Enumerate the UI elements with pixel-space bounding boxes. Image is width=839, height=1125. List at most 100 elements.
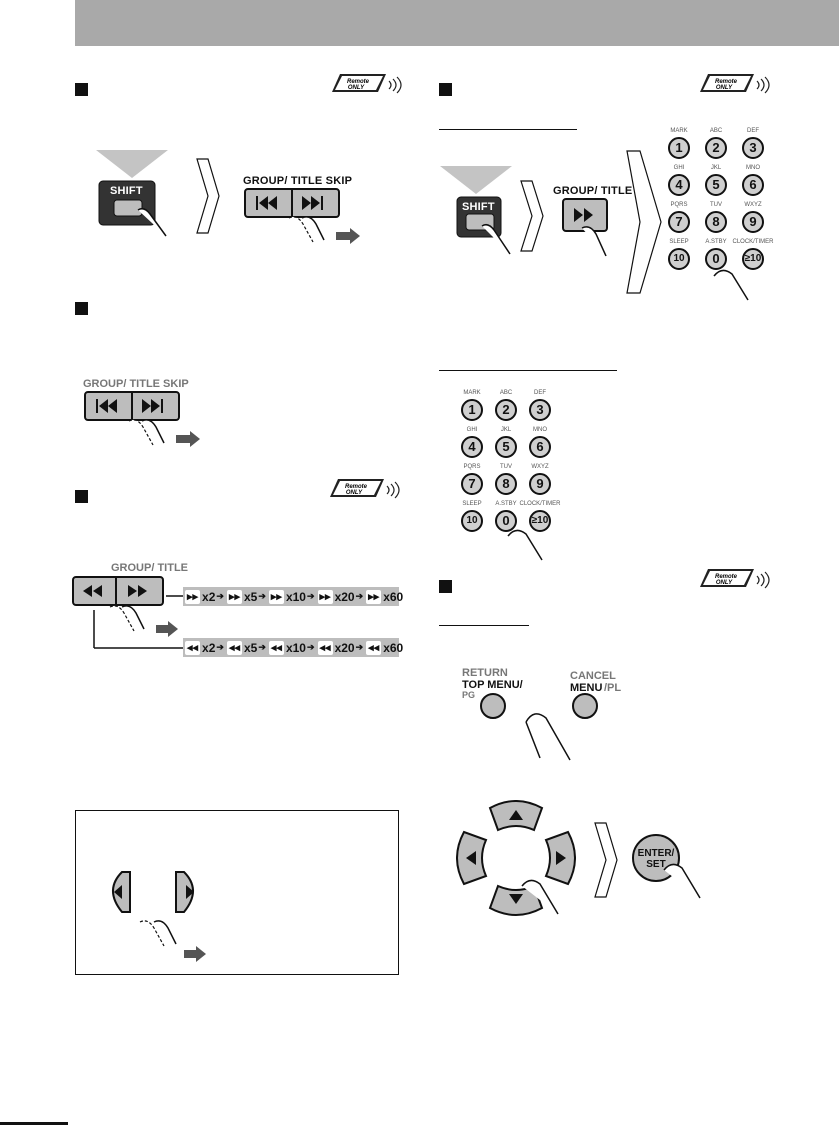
note-box [75,810,399,975]
keypad-key-label: SLEEP [669,239,689,245]
keypad-number: 0 [705,248,727,270]
keypad-key-label: DEF [747,128,759,134]
keypad-key-label: CLOCK/TIMER [519,501,561,507]
keypad-key-label: CLOCK/TIMER [732,239,774,245]
connector-lines [93,595,186,649]
forward-speed-bar: ▸▸x2 ➔ ▸▸x5 ➔ ▸▸x10 ➔ ▸▸x20 ➔ ▸▸x60 [183,587,403,606]
keypad-number: 3 [529,399,551,421]
reverse-speed: x20 [334,640,355,655]
keypad-key-label: MARK [463,390,481,396]
arrow-right-icon: ➔ [306,591,315,601]
section-marker [75,490,88,503]
rew-icon: ◂◂ [317,640,333,655]
svg-text:ONLY: ONLY [716,85,733,91]
arrow-right-icon: ➔ [355,591,364,601]
arrow-right-icon: ➔ [306,642,315,652]
top-menu-label: TOP MENU/ [462,679,523,691]
shift-label: SHIFT [462,201,495,213]
next-step-arrow-icon [626,150,662,294]
press-arrow-icon [96,150,168,178]
skip-buttons[interactable] [244,188,362,250]
skip-buttons-2[interactable] [84,391,204,453]
keypad-key-label: WXYZ [531,464,549,470]
search-buttons[interactable] [72,575,190,651]
keypad-number: 3 [742,137,764,159]
keypad-number: 9 [742,211,764,233]
keypad-number: ≥10 [742,248,764,270]
keypad-number: 2 [705,137,727,159]
pg-label: PG [462,690,476,700]
arrow-right-icon: ➔ [216,591,224,601]
keypad-number: 5 [705,174,727,196]
forward-speed: x60 [383,589,404,604]
top-menu-button[interactable] [480,693,506,719]
finger-icon [713,269,749,301]
keypad-key-label: MNO [533,427,547,433]
remote-only-badge: Remote ONLY [330,479,400,499]
keypad-number: 5 [495,436,517,458]
section-marker [439,83,452,96]
keypad-number: 10 [461,510,483,532]
press-arrow-icon [440,166,512,194]
menu-button[interactable] [572,693,598,719]
group-title-skip-label-2: GROUP/ TITLE SKIP [83,378,189,390]
forward-speed: x2 [202,589,216,604]
rew-icon: ◂◂ [226,640,242,655]
forward-speed: x20 [334,589,355,604]
keypad-number: 1 [668,137,690,159]
arrow-right-icon: ➔ [258,642,266,652]
keypad-number: 6 [529,436,551,458]
keypad-number: 7 [461,473,483,495]
pl-label: /PL [604,682,622,694]
underline [439,370,617,371]
arrow-right-icon: ➔ [216,642,224,652]
keypad-key-label: TUV [500,464,512,470]
reverse-speed: x60 [383,640,404,655]
keypad-key-label: ABC [709,128,723,134]
left-right-cursor-buttons[interactable] [100,866,214,966]
keypad-key-label: MARK [670,128,688,134]
forward-speed: x10 [285,589,306,604]
section-marker [75,302,88,315]
shift-label: SHIFT [110,185,143,197]
forward-speed: x5 [244,589,258,604]
keypad-key-label: GHI [673,165,685,171]
keypad-key-label: DEF [534,390,546,396]
keypad-number: ≥10 [529,510,551,532]
keypad-key-label: A.STBY [495,501,517,507]
section-marker [439,580,452,593]
group-title-button[interactable] [562,198,626,264]
keypad-number: 7 [668,211,690,233]
header-bar [75,0,839,46]
keypad-key-label: PQRS [463,464,481,470]
svg-text:ONLY: ONLY [716,580,733,586]
svg-text:ONLY: ONLY [348,85,365,91]
enter-label: ENTER/ [637,848,675,859]
underline [439,129,577,130]
keypad-key-label: SLEEP [462,501,482,507]
svg-text:Remote: Remote [345,484,368,490]
keypad-number: 10 [668,248,690,270]
cursor-pad[interactable] [456,800,576,920]
group-title-label: GROUP/ TITLE [553,185,633,197]
set-label: SET [646,859,666,870]
remote-only-badge: Remote ONLY [700,569,770,589]
finger-icon [507,529,543,561]
keypad-number: 8 [495,473,517,495]
shift-button[interactable]: SHIFT [98,180,170,240]
rew-icon: ◂◂ [268,640,284,655]
ff-icon: ▸▸ [317,589,333,604]
rew-icon: ◂◂ [366,640,382,655]
svg-text:Remote: Remote [715,574,738,580]
keypad-key-label: A.STBY [705,239,727,245]
finger-icon [663,863,701,899]
shift-button-right[interactable]: SHIFT [456,196,528,260]
keypad-number: 4 [668,174,690,196]
keypad-number: 1 [461,399,483,421]
ff-icon: ▸▸ [366,589,382,604]
keypad-key-label: TUV [710,202,722,208]
keypad-key-label: ABC [499,390,513,396]
keypad-key-label: WXYZ [744,202,762,208]
